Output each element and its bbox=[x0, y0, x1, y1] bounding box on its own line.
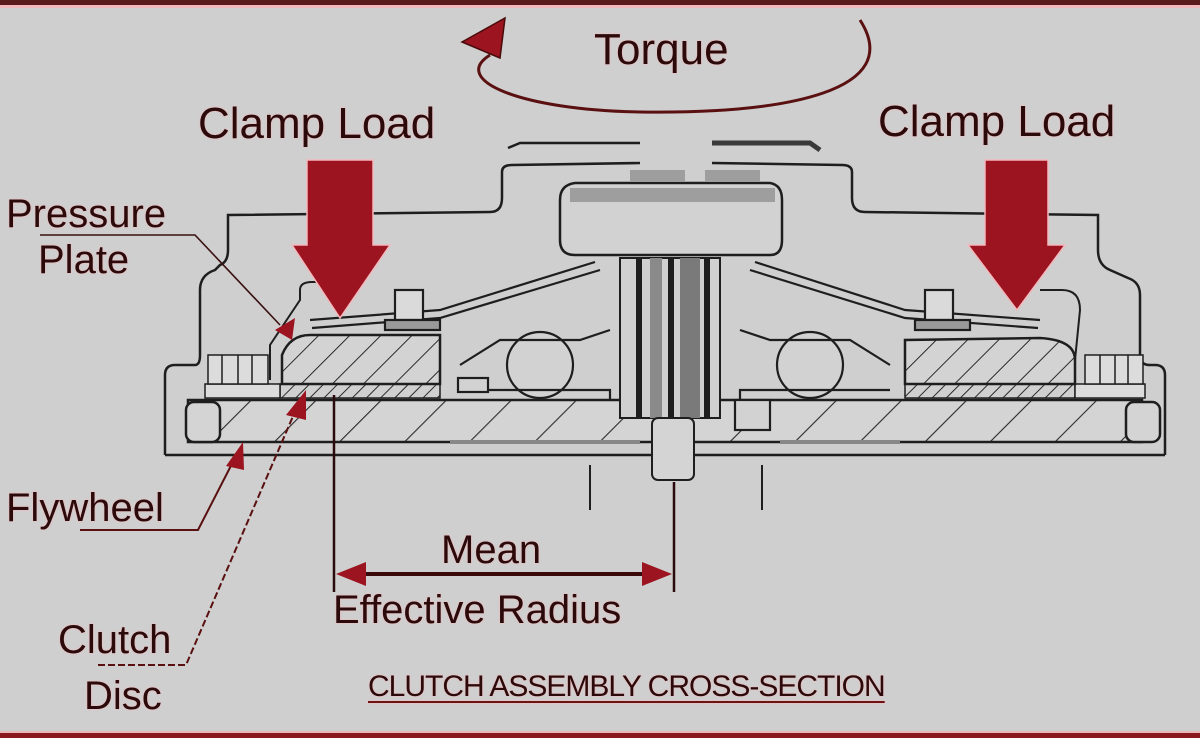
top-border-highlight bbox=[0, 5, 1200, 8]
clamp-load-right-arrow-icon bbox=[966, 159, 1067, 312]
input-shaft bbox=[589, 257, 763, 510]
pressure-plate-label-line1: Pressure bbox=[6, 192, 167, 236]
diagram-caption: CLUTCH ASSEMBLY CROSS-SECTION bbox=[368, 670, 886, 703]
clutch-disc-label-line2: Disc bbox=[84, 674, 162, 718]
clamp-load-left-arrow-icon bbox=[290, 159, 392, 320]
damper-springs bbox=[456, 328, 891, 432]
bottom-border bbox=[0, 733, 1200, 738]
flywheel-left-lug bbox=[184, 400, 222, 444]
clutch-disc-leader bbox=[98, 390, 306, 666]
top-border bbox=[0, 0, 1200, 5]
clamp-load-right-label: Clamp Load bbox=[878, 97, 1116, 146]
effective-radius-label: Effective Radius bbox=[333, 588, 622, 632]
flywheel-leader bbox=[80, 442, 244, 531]
torque-arc bbox=[460, 16, 872, 114]
diaphragm-spring bbox=[309, 260, 1041, 332]
clutch-disc-body bbox=[204, 354, 1146, 399]
bottom-border-highlight bbox=[0, 731, 1200, 733]
clamp-load-left-label: Clamp Load bbox=[198, 99, 436, 148]
flywheel-label: Flywheel bbox=[6, 486, 164, 530]
pressure-plate-body bbox=[269, 281, 1082, 386]
pressure-plate-arrowhead-icon bbox=[275, 318, 295, 340]
radius-arrowhead-right-icon bbox=[642, 562, 672, 586]
radius-arrowhead-left-icon bbox=[336, 562, 366, 586]
release-bearing bbox=[558, 170, 784, 257]
clutch-disc-arrowhead-icon bbox=[286, 390, 306, 420]
pressure-plate-leader bbox=[40, 234, 295, 340]
torque-arrowhead-icon bbox=[460, 16, 506, 60]
mean-effective-radius-dimension bbox=[332, 395, 676, 592]
torque-label: Torque bbox=[594, 25, 729, 74]
mean-label: Mean bbox=[441, 528, 542, 572]
flywheel-right-lug bbox=[1124, 400, 1162, 444]
flywheel-arrowhead-icon bbox=[226, 442, 244, 470]
clutch-disc-label-line1: Clutch bbox=[58, 618, 172, 662]
pressure-plate-label-line2: Plate bbox=[38, 238, 130, 282]
